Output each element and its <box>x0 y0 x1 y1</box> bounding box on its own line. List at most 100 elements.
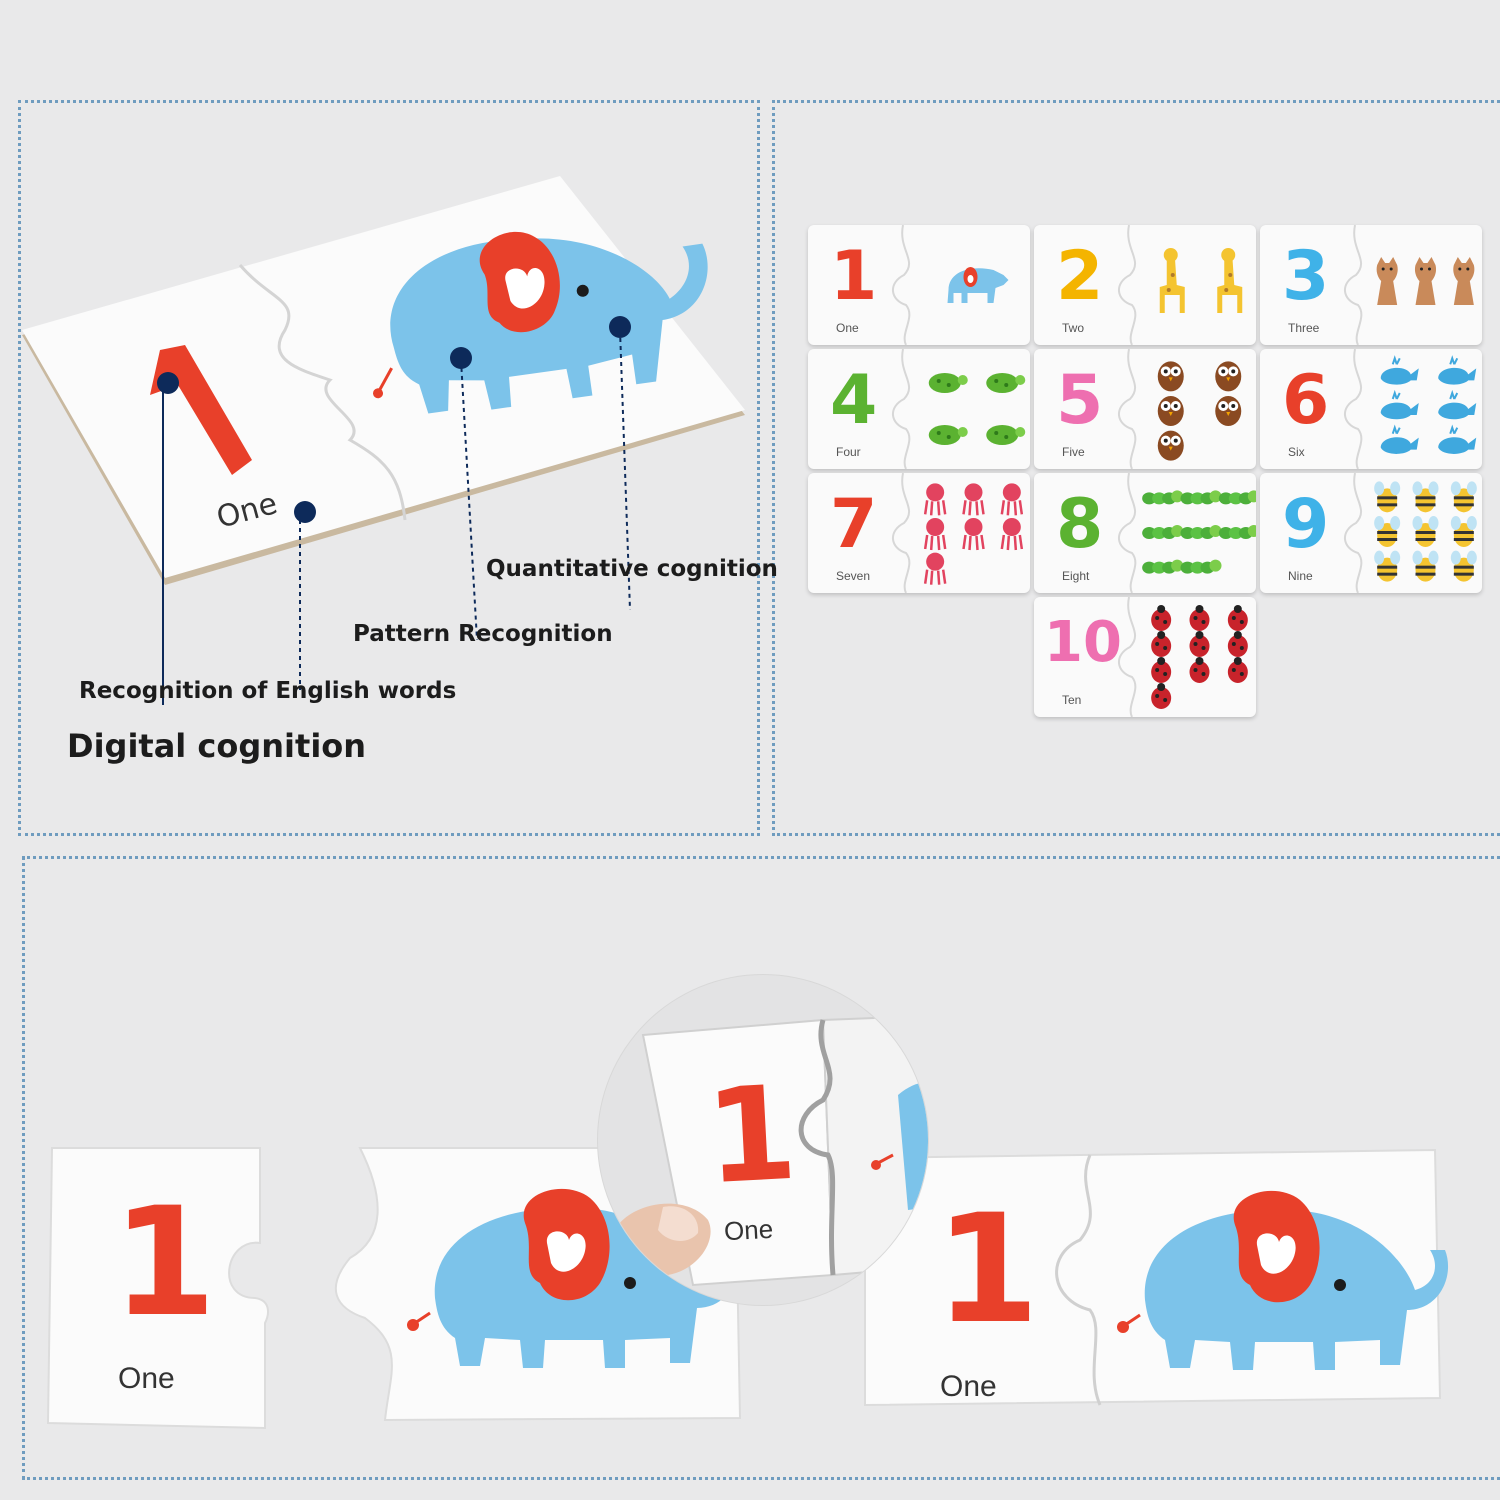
card-word: Ten <box>1062 693 1082 707</box>
bee-icon <box>1412 481 1439 513</box>
card-number: 3 <box>1282 237 1330 316</box>
bottom-right-number: 1 <box>935 1183 1040 1357</box>
bee-icon <box>1450 481 1477 513</box>
puzzle-seam <box>1118 473 1137 593</box>
bee-icon <box>1450 516 1477 547</box>
turtle-icon <box>928 425 968 445</box>
card-number: 9 <box>1282 485 1330 564</box>
whale-icon <box>1380 355 1419 385</box>
octopus-icon <box>923 552 947 585</box>
caterpillar-icon <box>1180 490 1222 505</box>
ladybug-icon <box>1151 657 1172 683</box>
caterpillar-icon <box>1180 559 1222 574</box>
zoom-magnifier: 1 One <box>598 975 928 1305</box>
ladybug-icon <box>1151 631 1172 657</box>
card-word: Three <box>1288 321 1320 335</box>
hero-elephant <box>373 231 708 414</box>
cat-icon <box>1453 257 1475 305</box>
whale-icon <box>1438 389 1477 420</box>
ladybug-icon <box>1189 631 1210 657</box>
bee-icon <box>1450 550 1477 582</box>
octopus-icon <box>923 483 947 516</box>
bee-icon <box>1412 516 1439 547</box>
owl-icon <box>1215 396 1242 426</box>
dot-english <box>294 501 316 523</box>
card-word: One <box>836 321 859 335</box>
puzzle-seam <box>1118 597 1137 717</box>
puzzle-seam <box>892 349 911 469</box>
puzzle-seam <box>1118 225 1137 345</box>
bee-icon <box>1412 550 1439 582</box>
octopus-icon <box>1000 483 1024 516</box>
octopus-icon <box>962 518 985 551</box>
puzzle-seam <box>1344 473 1363 593</box>
ladybug-icon <box>1227 631 1248 657</box>
card-number: 10 <box>1044 610 1122 675</box>
cat-icon <box>1376 257 1398 305</box>
octopus-icon <box>1000 518 1024 551</box>
hero-puzzle: One Quantitative cognition Pattern Recog… <box>0 0 778 840</box>
dot-digital <box>157 372 179 394</box>
card-number: 5 <box>1056 361 1104 440</box>
puzzle-seam <box>1344 349 1363 469</box>
ladybug-icon <box>1151 605 1172 631</box>
card-word: Nine <box>1288 569 1313 583</box>
caterpillar-icon <box>1180 525 1222 539</box>
card-word: Eight <box>1062 569 1090 583</box>
bee-icon <box>1374 516 1401 547</box>
panel-bottom <box>22 856 1500 1480</box>
caterpillar-icon <box>1142 559 1184 574</box>
bottom-right-elephant-illustration <box>1117 1190 1449 1370</box>
whale-icon <box>1380 424 1419 454</box>
turtle-icon <box>986 425 1026 445</box>
label-english: Recognition of English words <box>79 678 457 704</box>
giraffe-icon <box>1217 248 1243 313</box>
card-number: 1 <box>830 237 878 316</box>
cat-icon <box>1414 257 1437 305</box>
zoom-number: 1 <box>702 1056 801 1214</box>
hero-card-shape: One <box>22 176 745 705</box>
label-quantitative: Quantitative cognition <box>486 556 778 582</box>
ladybug-icon <box>1227 605 1248 631</box>
dot-pattern <box>450 347 472 369</box>
card-number: 6 <box>1282 361 1330 440</box>
turtle-icon <box>986 373 1026 393</box>
card-number: 2 <box>1056 237 1104 316</box>
turtle-icon <box>928 373 968 393</box>
puzzle-seam <box>892 225 911 345</box>
card-number: 4 <box>830 361 878 440</box>
label-digital: Digital cognition <box>67 727 367 765</box>
panel-top-right <box>772 100 1500 836</box>
dot-quantitative <box>609 316 631 338</box>
owl-icon <box>1157 361 1184 392</box>
ladybug-icon <box>1189 657 1210 683</box>
owl-icon <box>1157 430 1184 461</box>
bottom-right-assembled-puzzle: 1 One <box>860 1148 1450 1410</box>
giraffe-icon <box>1159 248 1185 313</box>
zoom-word: One <box>723 1213 774 1247</box>
panel-top-left <box>18 100 760 836</box>
puzzle-seam <box>1118 349 1137 469</box>
whale-icon <box>1380 389 1419 420</box>
octopus-icon <box>962 483 985 516</box>
bottom-left-word: One <box>118 1362 175 1395</box>
bee-icon <box>1374 550 1401 582</box>
puzzle-seam <box>1344 225 1363 345</box>
label-pattern: Pattern Recognition <box>353 621 613 647</box>
whale-icon <box>1438 424 1477 454</box>
card-word: Six <box>1288 445 1305 459</box>
owl-icon <box>1157 396 1184 426</box>
card-word: Two <box>1062 321 1085 335</box>
bee-icon <box>1374 481 1401 513</box>
octopus-icon <box>923 518 947 551</box>
